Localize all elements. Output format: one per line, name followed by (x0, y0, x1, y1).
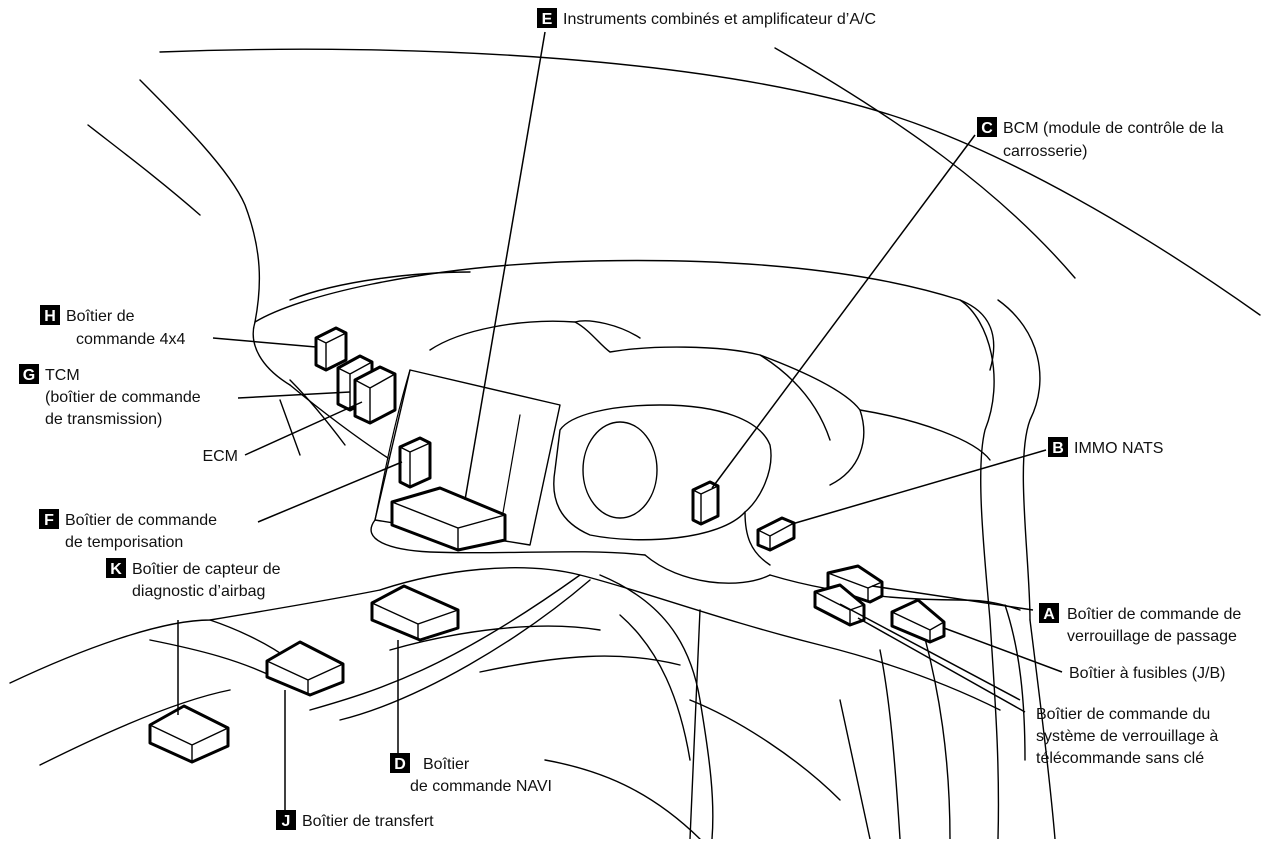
box-4x4-control-unit (316, 328, 346, 370)
label-keyless-line2: système de verrouillage à (1036, 728, 1218, 745)
callout-JB: Boîtier à fusibles (J/B) (1069, 665, 1226, 682)
box-instrument-cluster-amplifier (392, 488, 505, 550)
label-4x4-line2: commande 4x4 (76, 331, 185, 348)
label-keyless-line1: Boîtier de commande du (1036, 706, 1210, 723)
box-transfer-control (267, 642, 343, 695)
component-boxes (150, 328, 944, 762)
box-navi-control (372, 586, 458, 640)
label-shift-lock-line2: verrouillage de passage (1067, 628, 1237, 645)
box-bcm (693, 482, 718, 524)
label-keyless-line3: télécommande sans clé (1036, 750, 1204, 767)
badge-letter: C (981, 120, 993, 137)
label-airbag-line2: diagnostic d’airbag (132, 583, 265, 600)
badge-letter: K (110, 561, 122, 578)
label-shift-lock-line1: Boîtier de commande de (1067, 606, 1241, 623)
label-tcm-line2: (boîtier de commande (45, 389, 201, 406)
callout-D: D Boîtier de commande NAVI (390, 753, 552, 795)
callout-H: H Boîtier de commande 4x4 (40, 305, 185, 348)
label-bcm-line2: carrosserie) (1003, 143, 1087, 160)
label-ecm: ECM (202, 448, 238, 465)
label-timer-line1: Boîtier de commande (65, 512, 217, 529)
badge-letter: H (44, 308, 56, 325)
label-immo-nats: IMMO NATS (1074, 440, 1163, 457)
label-timer-line2: de temporisation (65, 534, 183, 551)
callout-J: J Boîtier de transfert (276, 810, 434, 830)
label-navi-line1: Boîtier (423, 756, 470, 773)
box-ecm (400, 438, 430, 487)
label-4x4-line1: Boîtier de (66, 308, 135, 325)
badge-letter: J (282, 813, 291, 830)
callout-C: C BCM (module de contrôle de la carrosse… (977, 117, 1224, 160)
box-tcm (338, 356, 395, 423)
label-tcm-line1: TCM (45, 367, 80, 384)
badge-letter: B (1052, 440, 1064, 457)
badge-letter: E (542, 11, 553, 28)
callout-K: K Boîtier de capteur de diagnostic d’air… (106, 558, 281, 600)
callout-E: E Instruments combinés et amplificateur … (537, 8, 876, 28)
callout-B: B IMMO NATS (1048, 437, 1163, 457)
label-transfer: Boîtier de transfert (302, 813, 434, 830)
badge-letter: D (394, 756, 406, 773)
label-instrument-cluster: Instruments combinés et amplificateur d’… (563, 11, 876, 28)
label-bcm-line1: BCM (module de contrôle de la (1003, 120, 1224, 137)
box-airbag-diagnosis-sensor (150, 706, 228, 762)
label-navi-line2: de commande NAVI (410, 778, 552, 795)
callout-G: G TCM (boîtier de commande de transmissi… (19, 364, 201, 428)
callout-ECM: ECM (202, 448, 238, 465)
box-immo-nats (758, 518, 794, 550)
label-tcm-line3: de transmission) (45, 411, 162, 428)
badge-letter: A (1043, 606, 1055, 623)
label-fuse-block: Boîtier à fusibles (J/B) (1069, 665, 1226, 682)
callout-A: A Boîtier de commande de verrouillage de… (1039, 603, 1241, 645)
badge-letter: F (44, 512, 54, 529)
callout-keyless: Boîtier de commande du système de verrou… (1036, 706, 1218, 767)
label-airbag-line1: Boîtier de capteur de (132, 561, 281, 578)
callout-F: F Boîtier de commande de temporisation (39, 509, 217, 551)
badge-letter: G (23, 367, 35, 384)
